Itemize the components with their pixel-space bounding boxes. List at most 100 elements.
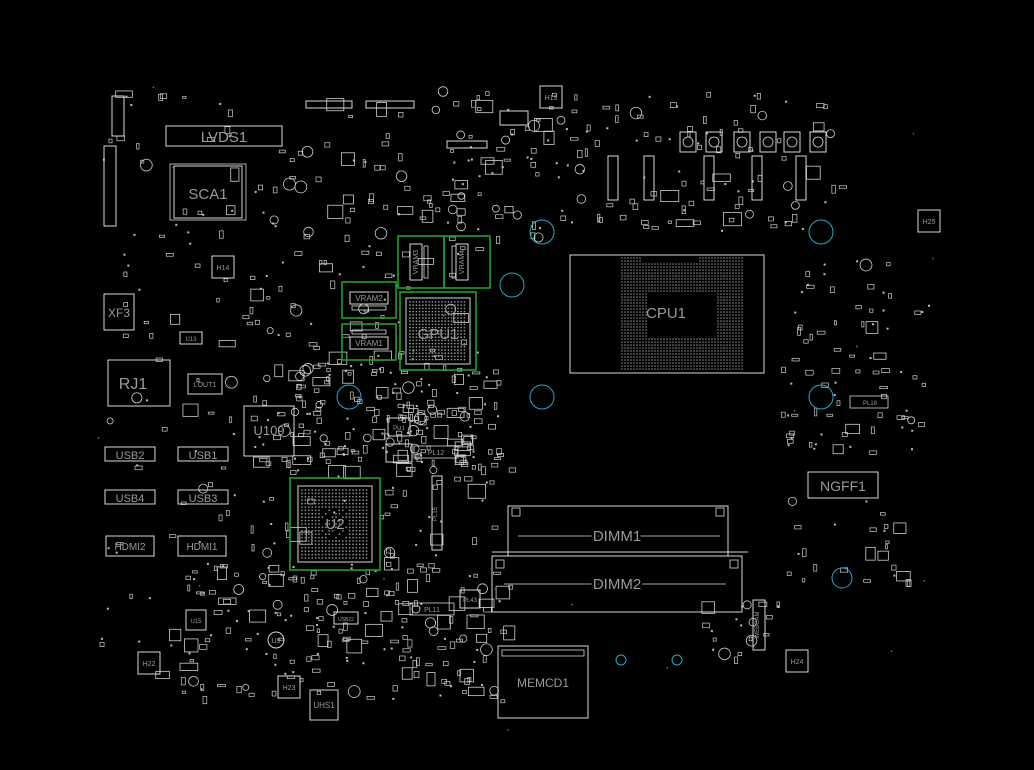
mount-hole (336, 384, 362, 410)
u9-part[interactable]: U9 (267, 631, 285, 649)
ngff1-label: NGFF1 (820, 478, 866, 494)
lout1-part[interactable]: LOUT1 (187, 373, 223, 395)
mounting-holes (336, 219, 853, 666)
h23-label: H23 (283, 685, 296, 692)
usb4-label: USB4 (116, 493, 145, 505)
vram4-label: VRAM4 (459, 250, 466, 274)
usb3-connector[interactable]: USB3 (177, 489, 229, 505)
vram4-chip[interactable]: VRAM4 (443, 235, 491, 289)
pl43-label: PL43 (463, 598, 478, 604)
usb1-label: USB1 (189, 450, 218, 462)
pu1-label: PU1 (393, 426, 405, 432)
u109-label: U109 (253, 423, 284, 438)
pu1-part[interactable]: PU1 (387, 417, 411, 437)
pl18-label: PL18 (863, 401, 878, 407)
memcd1-slot[interactable]: MEMCD1 (497, 645, 589, 719)
sca1-chip[interactable]: SCA1 (169, 163, 247, 221)
top-right-component-columns (97, 86, 934, 731)
lout1-label: LOUT1 (194, 382, 217, 389)
vram2-chip[interactable]: VRAM2 (341, 281, 397, 319)
u2-chip[interactable]: U2 (289, 477, 381, 571)
u15-part[interactable]: U15 (185, 609, 207, 631)
vram3-label: VRAM3 (413, 250, 420, 274)
mount-hole (808, 384, 834, 410)
vram2-label: VRAM2 (355, 294, 383, 303)
cpu1-label: CPU1 (646, 305, 686, 322)
uhs1-part[interactable]: UHS1 (309, 689, 339, 721)
sca1-label: SCA1 (188, 186, 227, 203)
xf3-label: XF3 (108, 306, 130, 320)
h14-label: H14 (217, 265, 230, 272)
u9-label: U9 (272, 638, 281, 645)
memcd1-label: MEMCD1 (517, 676, 569, 690)
uhs1-label: UHS1 (313, 701, 335, 710)
lvds1-connector[interactable]: LVDS1 (165, 125, 283, 147)
small-components (99, 86, 930, 705)
hdmi2-label: HDMI2 (114, 542, 146, 553)
dimm1-label: DIMM1 (593, 528, 641, 545)
gpu1-label: GPU1 (418, 326, 459, 343)
webcam-label: WEBCAM (755, 611, 761, 638)
h22-label: H22 (143, 661, 156, 668)
vram1-label: VRAM1 (355, 339, 383, 348)
pl12-part[interactable]: PL12 (385, 443, 459, 463)
h23-hole[interactable]: H23 (277, 675, 301, 699)
vram3-chip[interactable]: VRAM3 (397, 235, 445, 289)
h25-label: H25 (923, 219, 936, 226)
mount-hole (499, 272, 525, 298)
cpu1-socket[interactable]: CPU1 (569, 254, 765, 374)
mount-hole (529, 384, 555, 410)
mount-hole (831, 567, 853, 589)
hdmi1-connector[interactable]: HDMI1 (177, 535, 227, 557)
h14-hole[interactable]: H14 (211, 255, 235, 279)
hdmi2-connector[interactable]: HDMI2 (105, 535, 155, 557)
h24-label: H24 (791, 659, 804, 666)
gpu1-chip[interactable]: GPU1 (399, 291, 477, 371)
usb3-label: USB3 (189, 493, 218, 505)
dimm1-slot[interactable]: DIMM1 (492, 505, 748, 557)
h25-hole[interactable]: H25 (917, 209, 941, 233)
pl43-part[interactable]: PL43 (459, 589, 481, 609)
pl11-label: PL11 (424, 607, 440, 614)
u2-ball-grid (301, 489, 368, 559)
left-edge-header (103, 95, 125, 227)
usb2-label: USB2 (116, 450, 145, 462)
usb22-label: USB22 (338, 617, 354, 623)
mount-hole (529, 219, 555, 245)
u15-label: U15 (190, 619, 202, 625)
u13-label: U13 (185, 337, 197, 343)
vram1-chip[interactable]: VRAM1 (341, 323, 397, 361)
h24-hole[interactable]: H24 (785, 649, 809, 673)
dimm2-slot[interactable]: DIMM2 (491, 555, 743, 613)
hdmi1-label: HDMI1 (186, 542, 218, 553)
xf3-transformer[interactable]: XF3 (103, 293, 135, 331)
u109-chip[interactable]: U109 (243, 405, 295, 457)
top-connectors (305, 100, 529, 149)
ngff1-slot[interactable]: NGFF1 (807, 471, 879, 499)
pl11-part[interactable]: PL11 (409, 602, 455, 616)
pl15-part[interactable]: PL15 (431, 475, 443, 551)
usb22-part[interactable]: USB22 (333, 611, 359, 625)
dimm2-label: DIMM2 (593, 576, 641, 593)
webcam-connector[interactable]: WEBCAM (752, 599, 766, 651)
usb2-connector[interactable]: USB2 (104, 446, 156, 462)
h13-hole[interactable]: H13 (539, 85, 563, 109)
cpu1-pin-grid (621, 257, 743, 370)
h22-hole[interactable]: H22 (137, 651, 161, 675)
rj1-jack[interactable]: RJ1 (107, 359, 171, 407)
mount-hole (615, 654, 627, 666)
pl15-label: PL15 (433, 506, 439, 521)
h13-label: H13 (545, 95, 558, 102)
pl12-label: PL12 (428, 450, 444, 457)
lvds1-label: LVDS1 (201, 129, 247, 146)
u13-part[interactable]: U13 (179, 331, 203, 345)
pl18-part[interactable]: PL18 (849, 395, 889, 409)
mount-hole (808, 219, 834, 245)
rj1-label: RJ1 (119, 376, 148, 393)
u2-label: U2 (325, 516, 344, 533)
mount-hole (671, 654, 683, 666)
usb1-connector[interactable]: USB1 (177, 446, 229, 462)
gpu1-ball-grid (409, 301, 466, 361)
usb4-connector[interactable]: USB4 (104, 489, 156, 505)
